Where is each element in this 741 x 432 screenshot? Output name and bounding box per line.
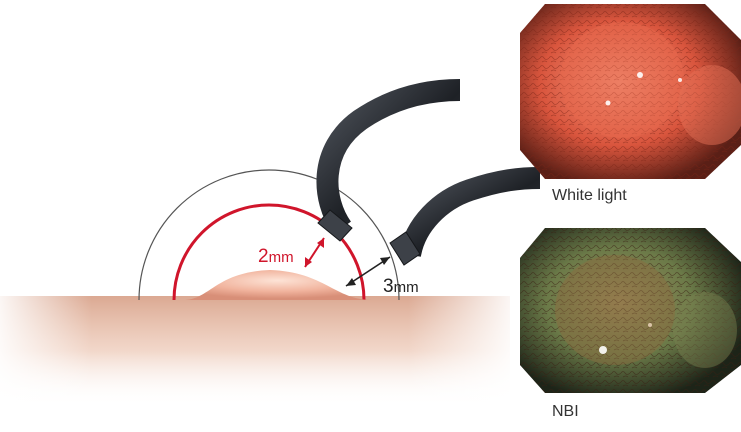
endoscope-far [410,178,540,255]
outer-arrowhead-bottom [346,278,356,286]
outer-arrowhead-top [380,257,390,265]
nbi-image [520,228,741,393]
nbi-caption: NBI [552,403,579,420]
white-light-caption: White light [552,187,627,204]
mucosa-fade [0,296,510,406]
inner-distance-label: 2mm [258,246,294,267]
white-light-image [520,4,741,179]
lesion [183,270,372,300]
outer-distance-label: 3mm [383,276,419,297]
